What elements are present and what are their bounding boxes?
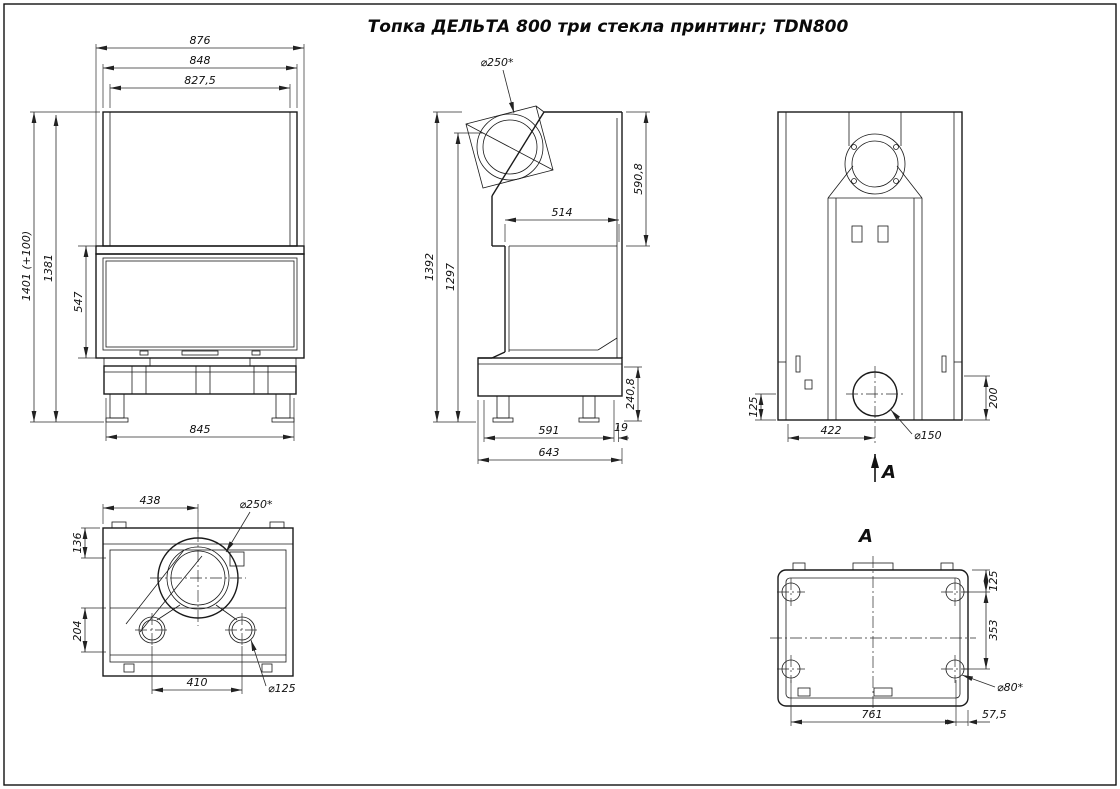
- rear-dim-125: 125: [747, 397, 760, 418]
- front-dim-848: 848: [190, 54, 211, 67]
- side-dim-591: 591: [539, 424, 560, 437]
- rear-dim-d150: ⌀150: [914, 429, 942, 442]
- bottom-section-label: A: [857, 526, 873, 547]
- rear-view: 200 125 422 ⌀150 A: [747, 111, 1000, 483]
- rear-dim-422: 422: [821, 424, 842, 437]
- side-dim-1297: 1297: [444, 263, 457, 291]
- rear-dim-200: 200: [987, 388, 1000, 409]
- front-dim-547: 547: [72, 292, 85, 313]
- side-dim-590-8: 590,8: [632, 163, 645, 195]
- sheet-border: [3, 3, 1117, 786]
- bottom-dim-57-5: 57,5: [982, 708, 1007, 721]
- bottom-dim-57-arrow-right: [968, 719, 977, 725]
- side-dim-643: 643: [539, 446, 560, 459]
- side-dim-d250: ⌀250*: [480, 56, 514, 69]
- bottom-dim-761: 761: [862, 708, 883, 721]
- front-dim-1401: 1401 (+100): [20, 231, 33, 301]
- top-view: 438 ⌀250* 136 204 410 ⌀125: [71, 494, 296, 695]
- bottom-dim-353: 353: [987, 620, 1000, 641]
- top-dim-438: 438: [140, 494, 161, 507]
- bottom-dim-125: 125: [987, 571, 1000, 592]
- side-dim-19: 19: [614, 421, 628, 434]
- top-dim-d250: ⌀250*: [239, 498, 273, 511]
- front-dim-876: 876: [190, 34, 211, 47]
- side-view: ⌀250* 1392 1297 590,8 514 240,8 591: [423, 56, 650, 464]
- side-dim-514: 514: [552, 206, 573, 219]
- top-dim-d125: ⌀125: [268, 682, 296, 695]
- front-dim-827-5: 827,5: [184, 74, 216, 87]
- front-view: 876 848 827,5 1401 (+100) 1381 547 845: [20, 34, 305, 441]
- bottom-dim-d80: ⌀80*: [997, 681, 1024, 694]
- top-dim-410: 410: [187, 676, 208, 689]
- front-dim-1381: 1381: [42, 254, 55, 282]
- top-dim-136: 136: [71, 533, 84, 554]
- front-dim-845: 845: [190, 423, 211, 436]
- section-arrow-label: A: [880, 462, 896, 483]
- bottom-view: A 125 353 ⌀80* 761: [770, 526, 1024, 726]
- top-dim-204: 204: [71, 621, 84, 642]
- side-dim-240-8: 240,8: [624, 378, 637, 410]
- bottom-dim-57-arrow-left: [947, 719, 956, 725]
- side-dim-1392: 1392: [423, 253, 436, 281]
- drawing-title: Топка ДЕЛЬТА 800 три стекла принтинг; TD…: [368, 17, 849, 37]
